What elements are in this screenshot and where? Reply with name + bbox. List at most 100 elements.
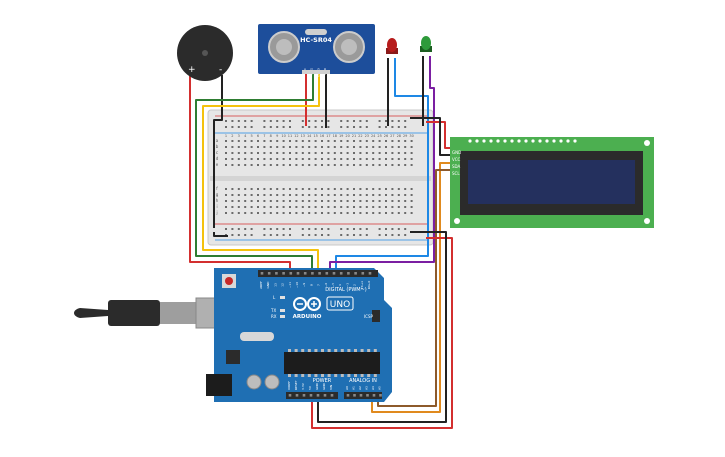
bb-hole[interactable] <box>257 152 259 154</box>
bb-hole[interactable] <box>321 212 323 214</box>
analog-pin[interactable] <box>372 394 376 397</box>
rail-hole[interactable] <box>263 120 266 122</box>
bb-hole[interactable] <box>340 152 343 154</box>
digital-pin[interactable] <box>332 272 336 275</box>
rail-hole[interactable] <box>340 126 343 128</box>
bb-hole[interactable] <box>295 152 298 154</box>
digital-pin[interactable] <box>296 272 300 275</box>
bb-hole[interactable] <box>397 152 400 154</box>
bb-hole[interactable] <box>263 152 266 154</box>
bb-hole[interactable] <box>308 158 311 160</box>
bb-hole[interactable] <box>314 194 317 196</box>
bb-hole[interactable] <box>225 164 227 166</box>
bb-hole[interactable] <box>237 146 240 148</box>
bb-hole[interactable] <box>257 194 259 196</box>
rail-hole[interactable] <box>231 126 234 128</box>
bb-hole[interactable] <box>276 188 279 190</box>
bb-hole[interactable] <box>237 194 240 196</box>
bb-hole[interactable] <box>327 146 330 148</box>
bb-hole[interactable] <box>257 188 259 190</box>
bb-hole[interactable] <box>308 164 311 166</box>
bb-hole[interactable] <box>269 146 272 148</box>
bb-hole[interactable] <box>340 158 343 160</box>
rail-hole[interactable] <box>359 228 362 230</box>
rail-hole[interactable] <box>327 126 330 128</box>
bb-hole[interactable] <box>308 194 311 196</box>
rail-hole[interactable] <box>289 120 291 122</box>
bb-hole[interactable] <box>289 188 291 190</box>
wire-lcd-scl[interactable] <box>377 169 456 407</box>
power-pin[interactable] <box>295 394 299 397</box>
bb-hole[interactable] <box>295 206 298 208</box>
bb-hole[interactable] <box>404 146 407 148</box>
bb-hole[interactable] <box>250 140 253 142</box>
rail-hole[interactable] <box>244 228 247 230</box>
rail-hole[interactable] <box>385 126 387 128</box>
rail-hole[interactable] <box>263 228 266 230</box>
digital-pin[interactable] <box>318 272 321 275</box>
bb-hole[interactable] <box>231 146 234 148</box>
bb-hole[interactable] <box>308 188 311 190</box>
bb-hole[interactable] <box>250 194 253 196</box>
bb-hole[interactable] <box>276 158 279 160</box>
bb-hole[interactable] <box>378 206 381 208</box>
bb-hole[interactable] <box>263 140 266 142</box>
rail-hole[interactable] <box>359 126 362 128</box>
bb-hole[interactable] <box>397 194 400 196</box>
bb-hole[interactable] <box>250 212 253 214</box>
bb-hole[interactable] <box>263 206 266 208</box>
bb-hole[interactable] <box>410 152 413 154</box>
rail-hole[interactable] <box>250 228 253 230</box>
bb-hole[interactable] <box>410 188 413 190</box>
rail-hole[interactable] <box>301 234 304 236</box>
rail-hole[interactable] <box>314 234 317 236</box>
bb-hole[interactable] <box>346 206 349 208</box>
bb-hole[interactable] <box>237 140 240 142</box>
bb-hole[interactable] <box>250 146 253 148</box>
bb-hole[interactable] <box>225 140 227 142</box>
bb-hole[interactable] <box>372 206 375 208</box>
rail-hole[interactable] <box>340 234 343 236</box>
rail-hole[interactable] <box>365 228 368 230</box>
bb-hole[interactable] <box>231 158 234 160</box>
bb-hole[interactable] <box>263 212 266 214</box>
bb-hole[interactable] <box>410 164 413 166</box>
digital-pin[interactable] <box>311 272 314 275</box>
bb-hole[interactable] <box>301 194 304 196</box>
bb-hole[interactable] <box>333 164 336 166</box>
rail-hole[interactable] <box>397 120 400 122</box>
bb-hole[interactable] <box>404 158 407 160</box>
rail-hole[interactable] <box>378 120 381 122</box>
rail-hole[interactable] <box>244 126 247 128</box>
rail-hole[interactable] <box>301 228 304 230</box>
digital-pin[interactable] <box>260 272 264 275</box>
bb-hole[interactable] <box>372 158 375 160</box>
bb-hole[interactable] <box>333 158 336 160</box>
bb-hole[interactable] <box>397 206 400 208</box>
rail-hole[interactable] <box>301 126 304 128</box>
bb-hole[interactable] <box>321 188 323 190</box>
bb-hole[interactable] <box>282 152 285 154</box>
rail-hole[interactable] <box>282 126 285 128</box>
bb-hole[interactable] <box>276 152 279 154</box>
led-green[interactable] <box>420 36 432 52</box>
rail-hole[interactable] <box>397 126 400 128</box>
rail-hole[interactable] <box>263 234 266 236</box>
wire-buzzer-minus[interactable] <box>213 75 223 228</box>
bb-hole[interactable] <box>321 206 323 208</box>
rail-hole[interactable] <box>321 120 323 122</box>
bb-hole[interactable] <box>244 152 247 154</box>
rail-hole[interactable] <box>378 228 381 230</box>
bb-hole[interactable] <box>391 164 394 166</box>
rail-hole[interactable] <box>359 234 362 236</box>
bb-hole[interactable] <box>340 194 343 196</box>
bb-hole[interactable] <box>372 200 375 202</box>
rail-hole[interactable] <box>263 126 266 128</box>
bb-hole[interactable] <box>301 212 304 214</box>
bb-hole[interactable] <box>321 200 323 202</box>
digital-pin[interactable] <box>361 272 365 275</box>
digital-pin[interactable] <box>267 272 271 275</box>
bb-hole[interactable] <box>321 158 323 160</box>
bb-hole[interactable] <box>333 200 336 202</box>
